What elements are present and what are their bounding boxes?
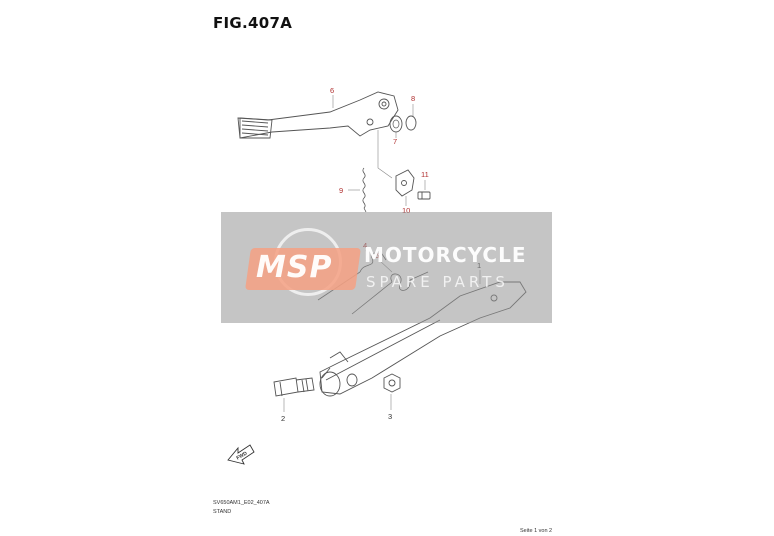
- figure-title: FIG.407A: [213, 14, 293, 32]
- stand-bolt-part[interactable]: [273, 377, 315, 397]
- callout-2: 2: [281, 414, 285, 423]
- callout-3: 3: [388, 412, 392, 421]
- msp-logo-text: MSP: [256, 250, 333, 285]
- small-bolt-part[interactable]: [417, 191, 431, 200]
- watermark-subtitle: SPARE PARTS: [366, 273, 509, 291]
- washer-part[interactable]: [389, 115, 403, 133]
- watermark-brand: MOTORCYCLE: [364, 243, 527, 267]
- callout-11: 11: [421, 170, 429, 179]
- page-indicator: Seite 1 von 2: [520, 528, 553, 534]
- lever-bracket-part[interactable]: [395, 169, 415, 197]
- figure-name: STAND: [213, 509, 232, 515]
- fwd-label: FWD: [236, 450, 249, 461]
- callout-8: 8: [411, 94, 415, 103]
- stand-nut-part[interactable]: [383, 373, 401, 393]
- figure-code: SV650AM1_E02_407A: [213, 500, 270, 506]
- return-spring-part[interactable]: [362, 167, 367, 213]
- shift-lever-part[interactable]: [237, 91, 399, 139]
- callout-6: 6: [330, 86, 334, 95]
- callout-7: 7: [393, 137, 397, 146]
- callout-9: 9: [339, 186, 343, 195]
- circlip-part[interactable]: [405, 115, 417, 131]
- forward-arrow-icon: FWD: [227, 444, 255, 465]
- callout-10: 10: [402, 206, 410, 215]
